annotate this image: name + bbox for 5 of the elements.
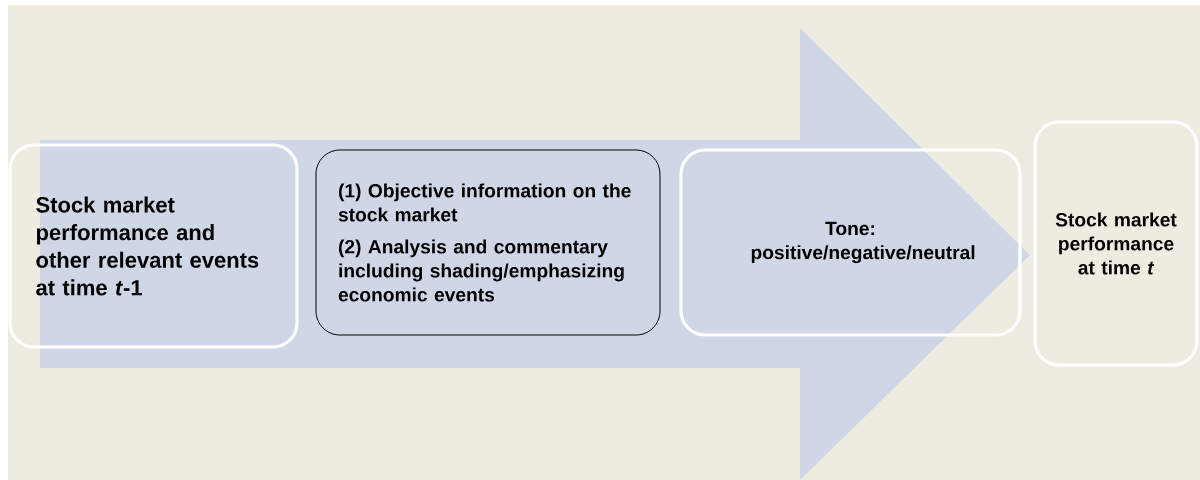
rounded-box: (1) Objective information on the stock market (2) Analysis and commentary including shading/emphasizing economic events bbox=[315, 149, 661, 336]
rounded-box: Stock market performance at time t bbox=[1033, 120, 1199, 367]
rounded-box: Stock market performance and other relevant events at time t-1 bbox=[8, 143, 299, 349]
rounded-box: Tone: positive/negative/neutral bbox=[679, 148, 1022, 337]
block-arrow bbox=[40, 28, 1030, 480]
